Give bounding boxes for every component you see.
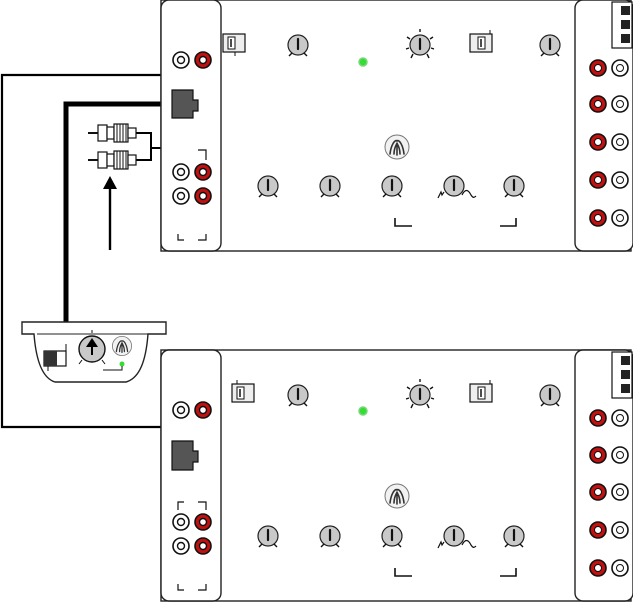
line-jack-white-2[interactable]: [173, 538, 189, 554]
amplifier-top: [161, 0, 633, 251]
led-icon: [359, 58, 367, 66]
remote-level-control[interactable]: [22, 322, 166, 382]
logo-icon: [112, 336, 131, 355]
line-jack-red-1[interactable]: [195, 164, 211, 180]
input-jack-red[interactable]: [195, 402, 211, 418]
input-jack-white[interactable]: [173, 402, 189, 418]
speaker-terminal-block: [612, 352, 632, 398]
knob-icon[interactable]: [382, 176, 402, 197]
knob-icon[interactable]: [382, 526, 402, 547]
led-icon: [359, 407, 367, 415]
knob-icon[interactable]: [258, 176, 278, 197]
rca-plug-icon: [98, 151, 136, 169]
knob-icon[interactable]: [540, 385, 560, 406]
speaker-terminal-block: [612, 2, 632, 48]
rca-plug-icon: [98, 124, 136, 142]
knob-icon[interactable]: [320, 526, 340, 547]
logo-icon: [385, 484, 409, 508]
knob-icon[interactable]: [320, 176, 340, 197]
line-jack-white-1[interactable]: [173, 164, 189, 180]
knob-icon[interactable]: [288, 35, 308, 56]
line-jack-white-2[interactable]: [173, 188, 189, 204]
knob-icon[interactable]: [288, 385, 308, 406]
arrow-up-icon: [103, 176, 117, 250]
knob-icon[interactable]: [258, 526, 278, 547]
line-jack-red-2[interactable]: [195, 188, 211, 204]
line-jack-red-2[interactable]: [195, 538, 211, 554]
knob-icon[interactable]: [504, 176, 524, 197]
knob-icon[interactable]: [540, 35, 560, 56]
knob-icon[interactable]: [504, 526, 524, 547]
line-jack-red-1[interactable]: [195, 514, 211, 530]
line-jack-white-1[interactable]: [173, 514, 189, 530]
amplifier-bottom: [161, 350, 633, 601]
input-jack-white[interactable]: [173, 52, 189, 68]
logo-icon: [385, 135, 409, 159]
input-jack-red[interactable]: [195, 52, 211, 68]
